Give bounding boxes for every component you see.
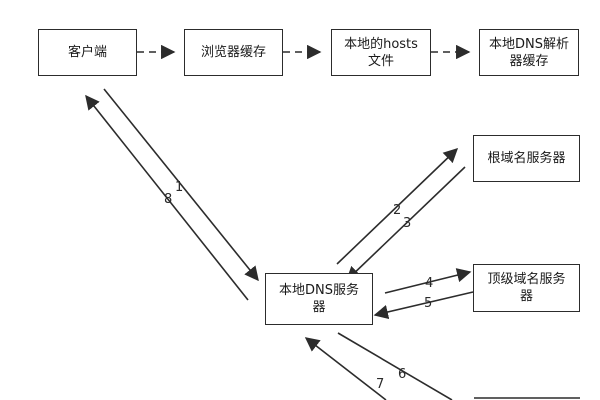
edge-label-step7: 7 xyxy=(376,377,385,392)
edge-label-step2: 2 xyxy=(393,203,402,218)
edge-label-step1: 1 xyxy=(175,180,184,195)
edge-step5-tld-to-local-dns xyxy=(373,291,474,320)
edge-label-step6: 6 xyxy=(398,367,407,382)
edge-label-step3: 3 xyxy=(403,216,412,231)
hosts-file-node: 本地的hosts 文件 xyxy=(331,29,431,76)
edge-step2-local-dns-to-root xyxy=(336,148,459,265)
root-server-node: 根域名服务器 xyxy=(473,135,580,182)
edge-label-step8: 8 xyxy=(164,192,173,207)
tld-server-node: 顶级域名服务 器 xyxy=(473,264,580,312)
client-node: 客户端 xyxy=(38,29,137,76)
edge-step8-local-dns-to-client xyxy=(85,94,249,301)
browser-cache-node: 浏览器缓存 xyxy=(184,29,283,76)
edge-step7-next-server-to-local-dns xyxy=(304,337,387,400)
edge-label-step5: 5 xyxy=(424,296,433,311)
local-resolver-cache-node: 本地DNS解析 器缓存 xyxy=(479,29,579,76)
edge-label-step4: 4 xyxy=(425,276,434,291)
edge-step4-local-dns-to-tld xyxy=(384,268,472,294)
edge-step3-root-to-local-dns xyxy=(345,166,466,281)
edge-step6-local-dns-to-next-server xyxy=(337,332,453,400)
local-dns-server-node: 本地DNS服务 器 xyxy=(265,273,373,325)
edge-step1-client-to-local-dns xyxy=(103,88,259,282)
